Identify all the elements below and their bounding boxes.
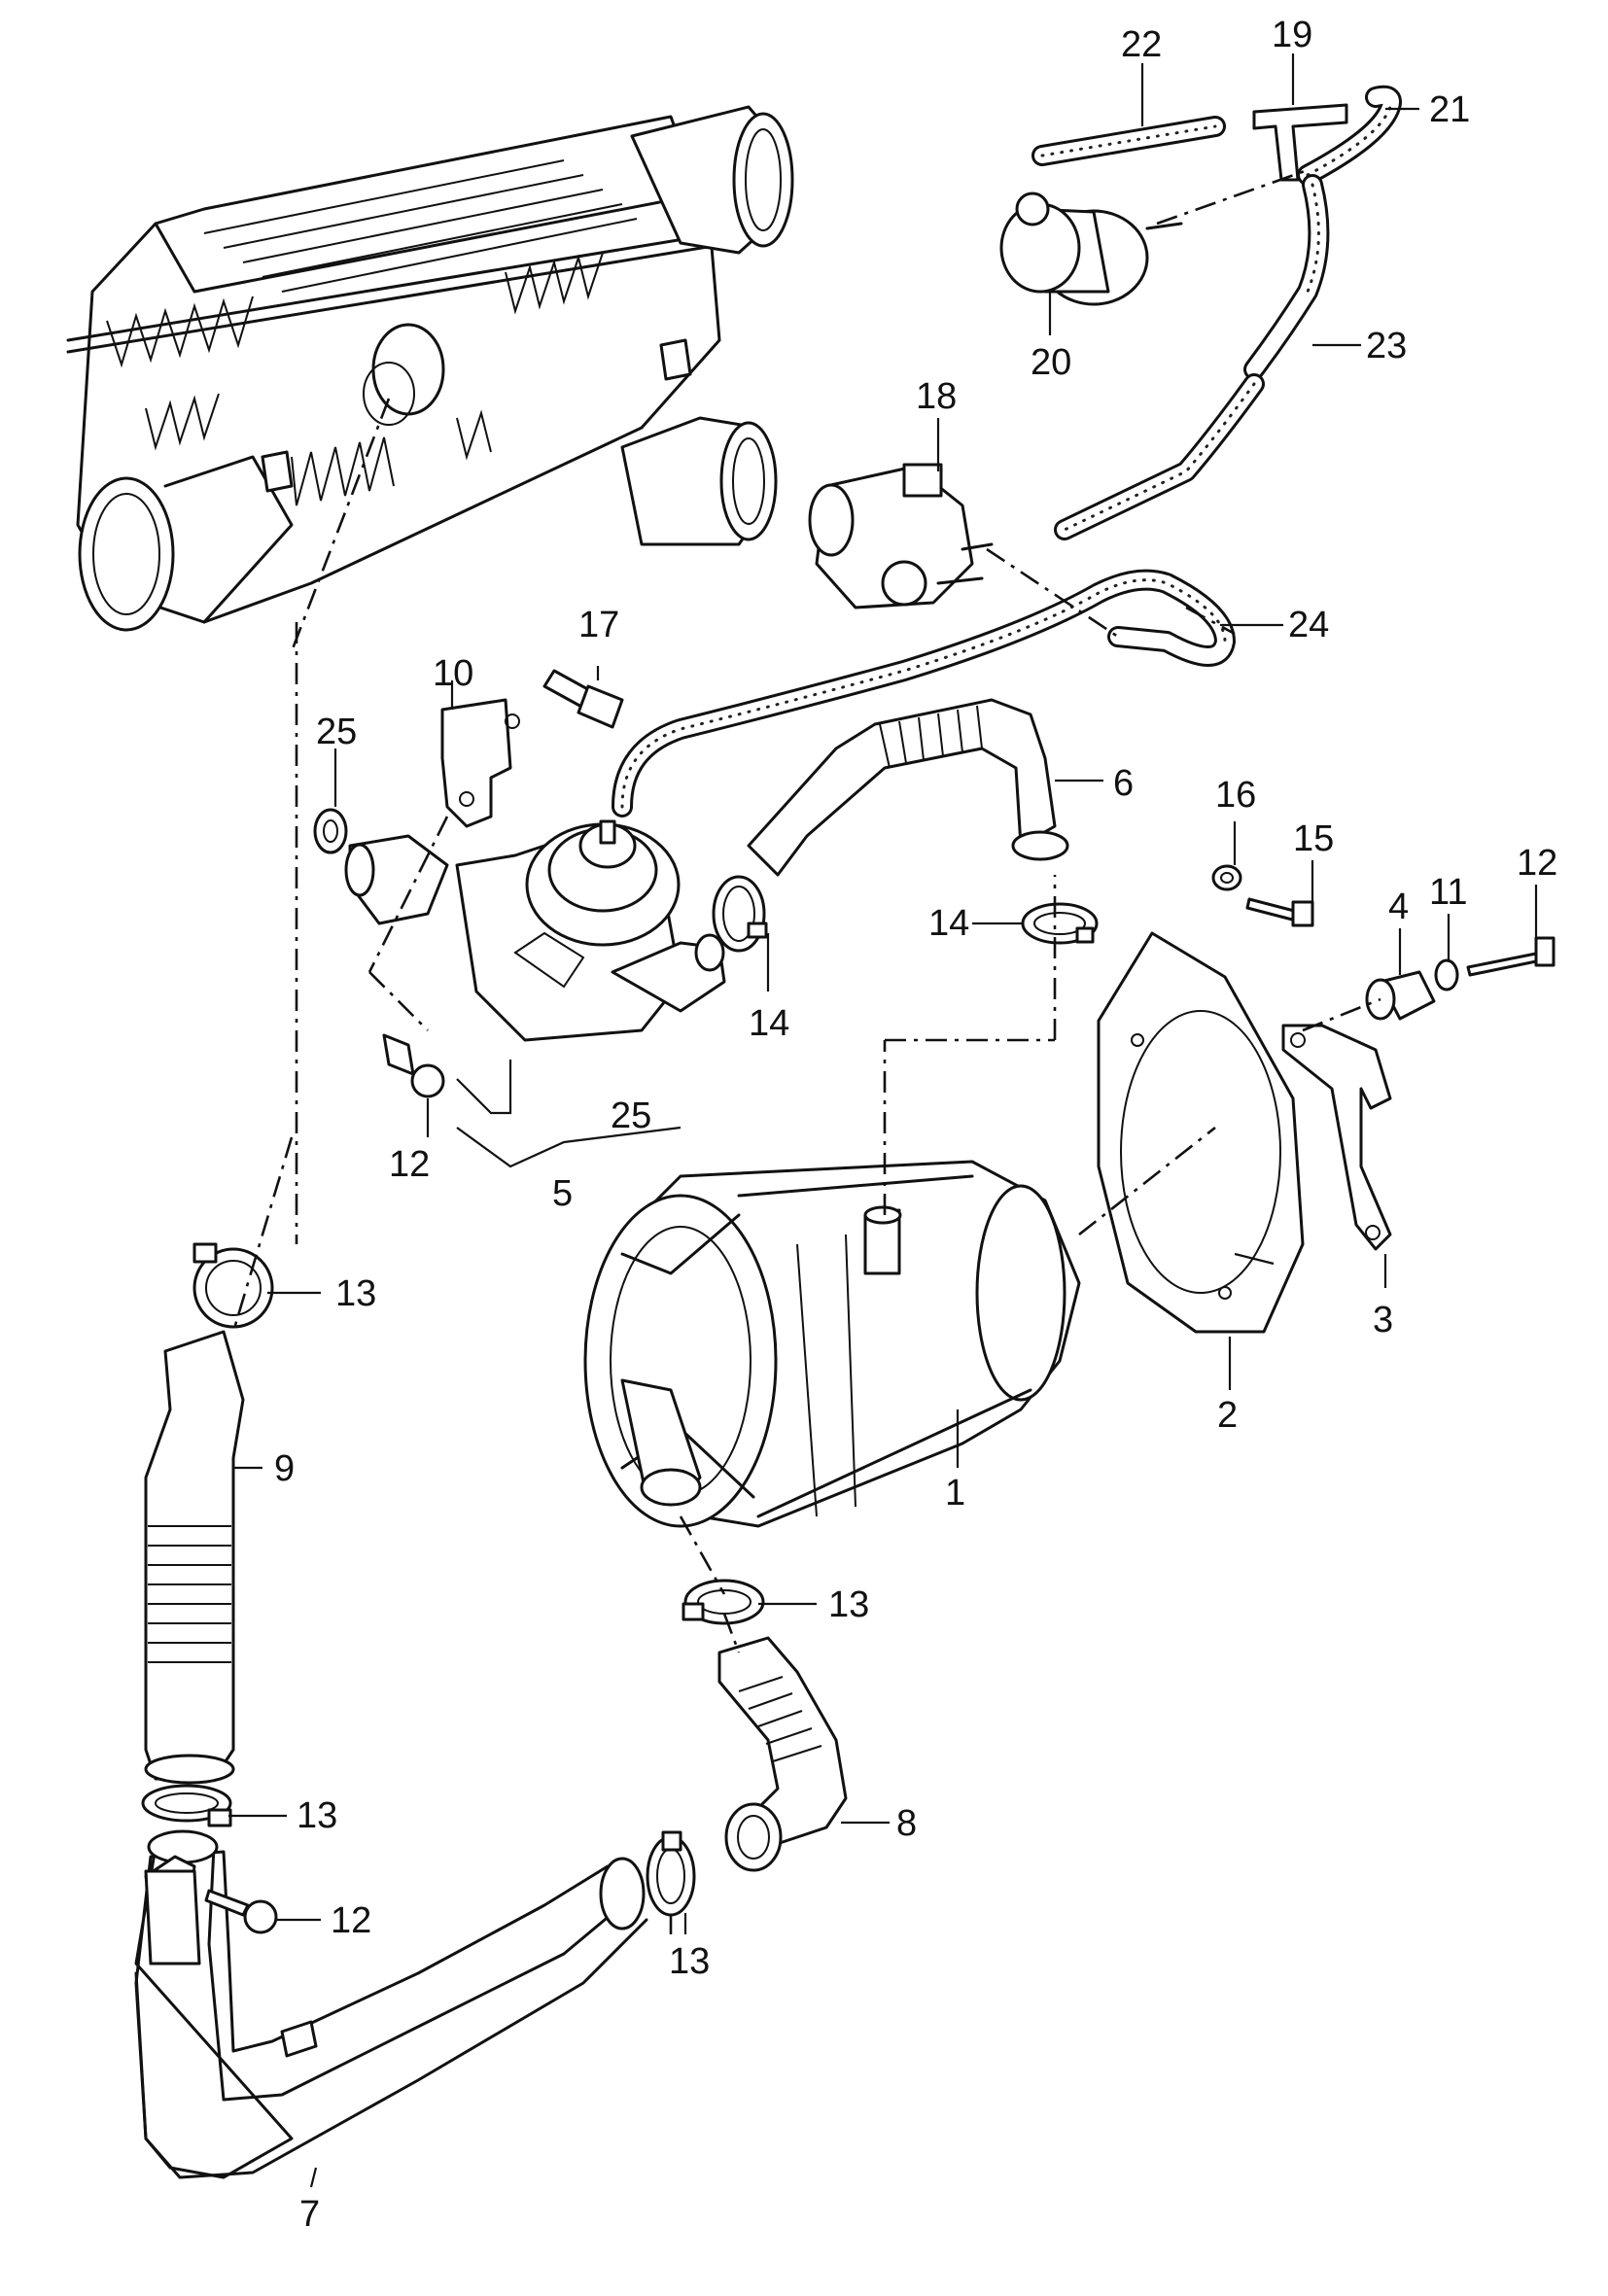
callout-25-top: 25 — [316, 712, 357, 752]
callout-21: 21 — [1429, 89, 1470, 130]
clamp-13-b — [141, 1784, 232, 1827]
hose-24 — [612, 569, 1236, 818]
bolt-12-right — [1466, 936, 1556, 977]
callout-19: 19 — [1272, 15, 1312, 55]
vacuum-unit-20 — [999, 191, 1183, 306]
washer-16 — [1211, 864, 1242, 891]
callout-14-left: 14 — [749, 1003, 789, 1044]
callout-1: 1 — [945, 1473, 965, 1513]
solenoid-valve-18 — [808, 463, 994, 609]
bolt-12-lower — [204, 1889, 278, 1934]
washer-11 — [1434, 958, 1459, 991]
hose-9 — [144, 1330, 245, 1785]
hose-22 — [1031, 116, 1226, 166]
clamp-13-c — [682, 1579, 765, 1625]
callout-6: 6 — [1113, 763, 1134, 804]
callout-labels: 22 19 21 20 23 18 24 17 10 25 6 16 15 4 … — [274, 15, 1557, 2235]
air-pump-1 — [583, 1160, 1081, 1528]
callout-12-right: 12 — [1517, 843, 1557, 884]
combination-valve-5 — [344, 819, 726, 1042]
callout-13-pump: 13 — [828, 1584, 869, 1625]
callout-25-bottom: 25 — [611, 1096, 651, 1136]
hose-8 — [717, 1636, 848, 1872]
damper-4 — [1365, 970, 1436, 1021]
t-piece-19 — [1252, 103, 1348, 182]
callout-3: 3 — [1373, 1300, 1393, 1340]
washer-25 — [313, 808, 348, 854]
callout-22: 22 — [1121, 24, 1162, 65]
bracket-10 — [440, 698, 520, 828]
air-filter-housing — [66, 105, 794, 632]
hose-6 — [747, 698, 1069, 877]
clamp-13-a — [192, 1242, 274, 1329]
callout-16: 16 — [1215, 775, 1256, 816]
callout-4: 4 — [1388, 887, 1409, 927]
callout-15: 15 — [1293, 818, 1334, 859]
callout-11: 11 — [1429, 872, 1467, 913]
callout-leaders — [228, 53, 1538, 2188]
gasket-2 — [1097, 931, 1305, 1334]
callout-2: 2 — [1217, 1395, 1238, 1436]
bracket-3 — [1281, 1024, 1392, 1251]
pipe-7 — [134, 1829, 648, 2179]
callout-8: 8 — [896, 1803, 917, 1844]
assembly-lines — [231, 168, 1381, 1934]
callout-18: 18 — [916, 376, 957, 417]
bolt-17 — [542, 669, 624, 729]
callout-13-top: 13 — [335, 1273, 376, 1314]
callout-10: 10 — [433, 653, 473, 694]
callout-24: 24 — [1288, 605, 1329, 645]
callout-20: 20 — [1031, 342, 1071, 383]
hose-23 — [1054, 174, 1330, 540]
callout-12-lower: 12 — [331, 1900, 371, 1941]
callout-5: 5 — [552, 1173, 573, 1214]
bolt-12-valve — [382, 1033, 445, 1098]
callout-7: 7 — [299, 2194, 320, 2235]
clamp-13-d — [646, 1830, 696, 1917]
callout-13-left: 13 — [297, 1795, 337, 1836]
callout-13-bottom: 13 — [669, 1941, 710, 1982]
callout-12-valve: 12 — [389, 1144, 430, 1185]
callout-23: 23 — [1366, 326, 1407, 366]
clamp-14-a — [712, 875, 768, 953]
bolt-15 — [1245, 897, 1314, 927]
callout-17: 17 — [578, 605, 619, 645]
callout-9: 9 — [274, 1448, 295, 1489]
clamp-14-b — [1021, 902, 1099, 945]
callout-14-right: 14 — [928, 903, 969, 944]
